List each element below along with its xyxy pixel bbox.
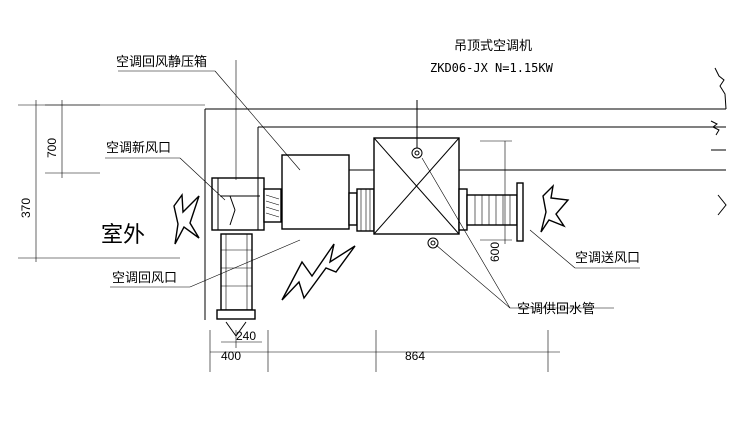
leader-lines [105,60,640,309]
return-air-arrow [281,243,356,301]
label-return-air: 空调回风口 [112,271,177,286]
dim-370: 370 [19,198,33,218]
fresh-air-duct [211,177,265,231]
ceiling-ahu [373,100,460,249]
dim-400: 400 [221,349,241,363]
dim-600: 600 [488,242,502,262]
label-supply-air: 空调送风口 [575,251,640,266]
dim-240: 240 [236,329,256,343]
return-air-duct [216,233,256,337]
flex-connector-left [263,188,282,223]
dimension-lines [18,100,560,372]
label-fresh-air: 空调新风口 [106,140,171,156]
label-water-pipe: 空调供回水管 [517,302,595,317]
supply-air-arrow [540,183,570,233]
outdoor-air-arrow [173,193,200,245]
static-pressure-box [281,154,350,230]
connector-duct [348,188,375,232]
supply-duct [458,182,524,242]
label-unit-model: ZKD06-JX N=1.15KW [430,61,554,75]
label-static-box: 空调回风静压箱 [116,54,207,70]
dim-700: 700 [45,138,59,158]
label-outdoor: 室外 [101,223,145,248]
dim-864: 864 [405,349,425,363]
label-unit-name: 吊顶式空调机 [454,39,532,54]
